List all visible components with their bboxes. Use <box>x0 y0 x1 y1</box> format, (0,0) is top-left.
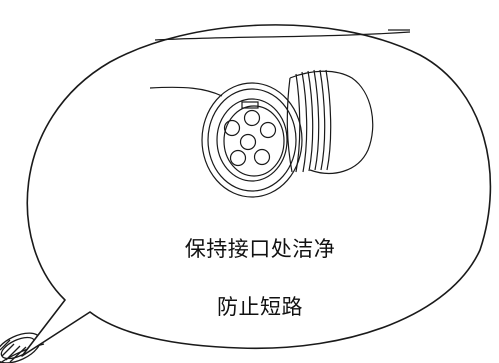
callout-text-prevent-short: 防止短路 <box>217 295 303 319</box>
callout-text-keep-clean: 保持接口处洁净 <box>184 237 336 261</box>
round-connector-plug-icon <box>149 29 411 198</box>
